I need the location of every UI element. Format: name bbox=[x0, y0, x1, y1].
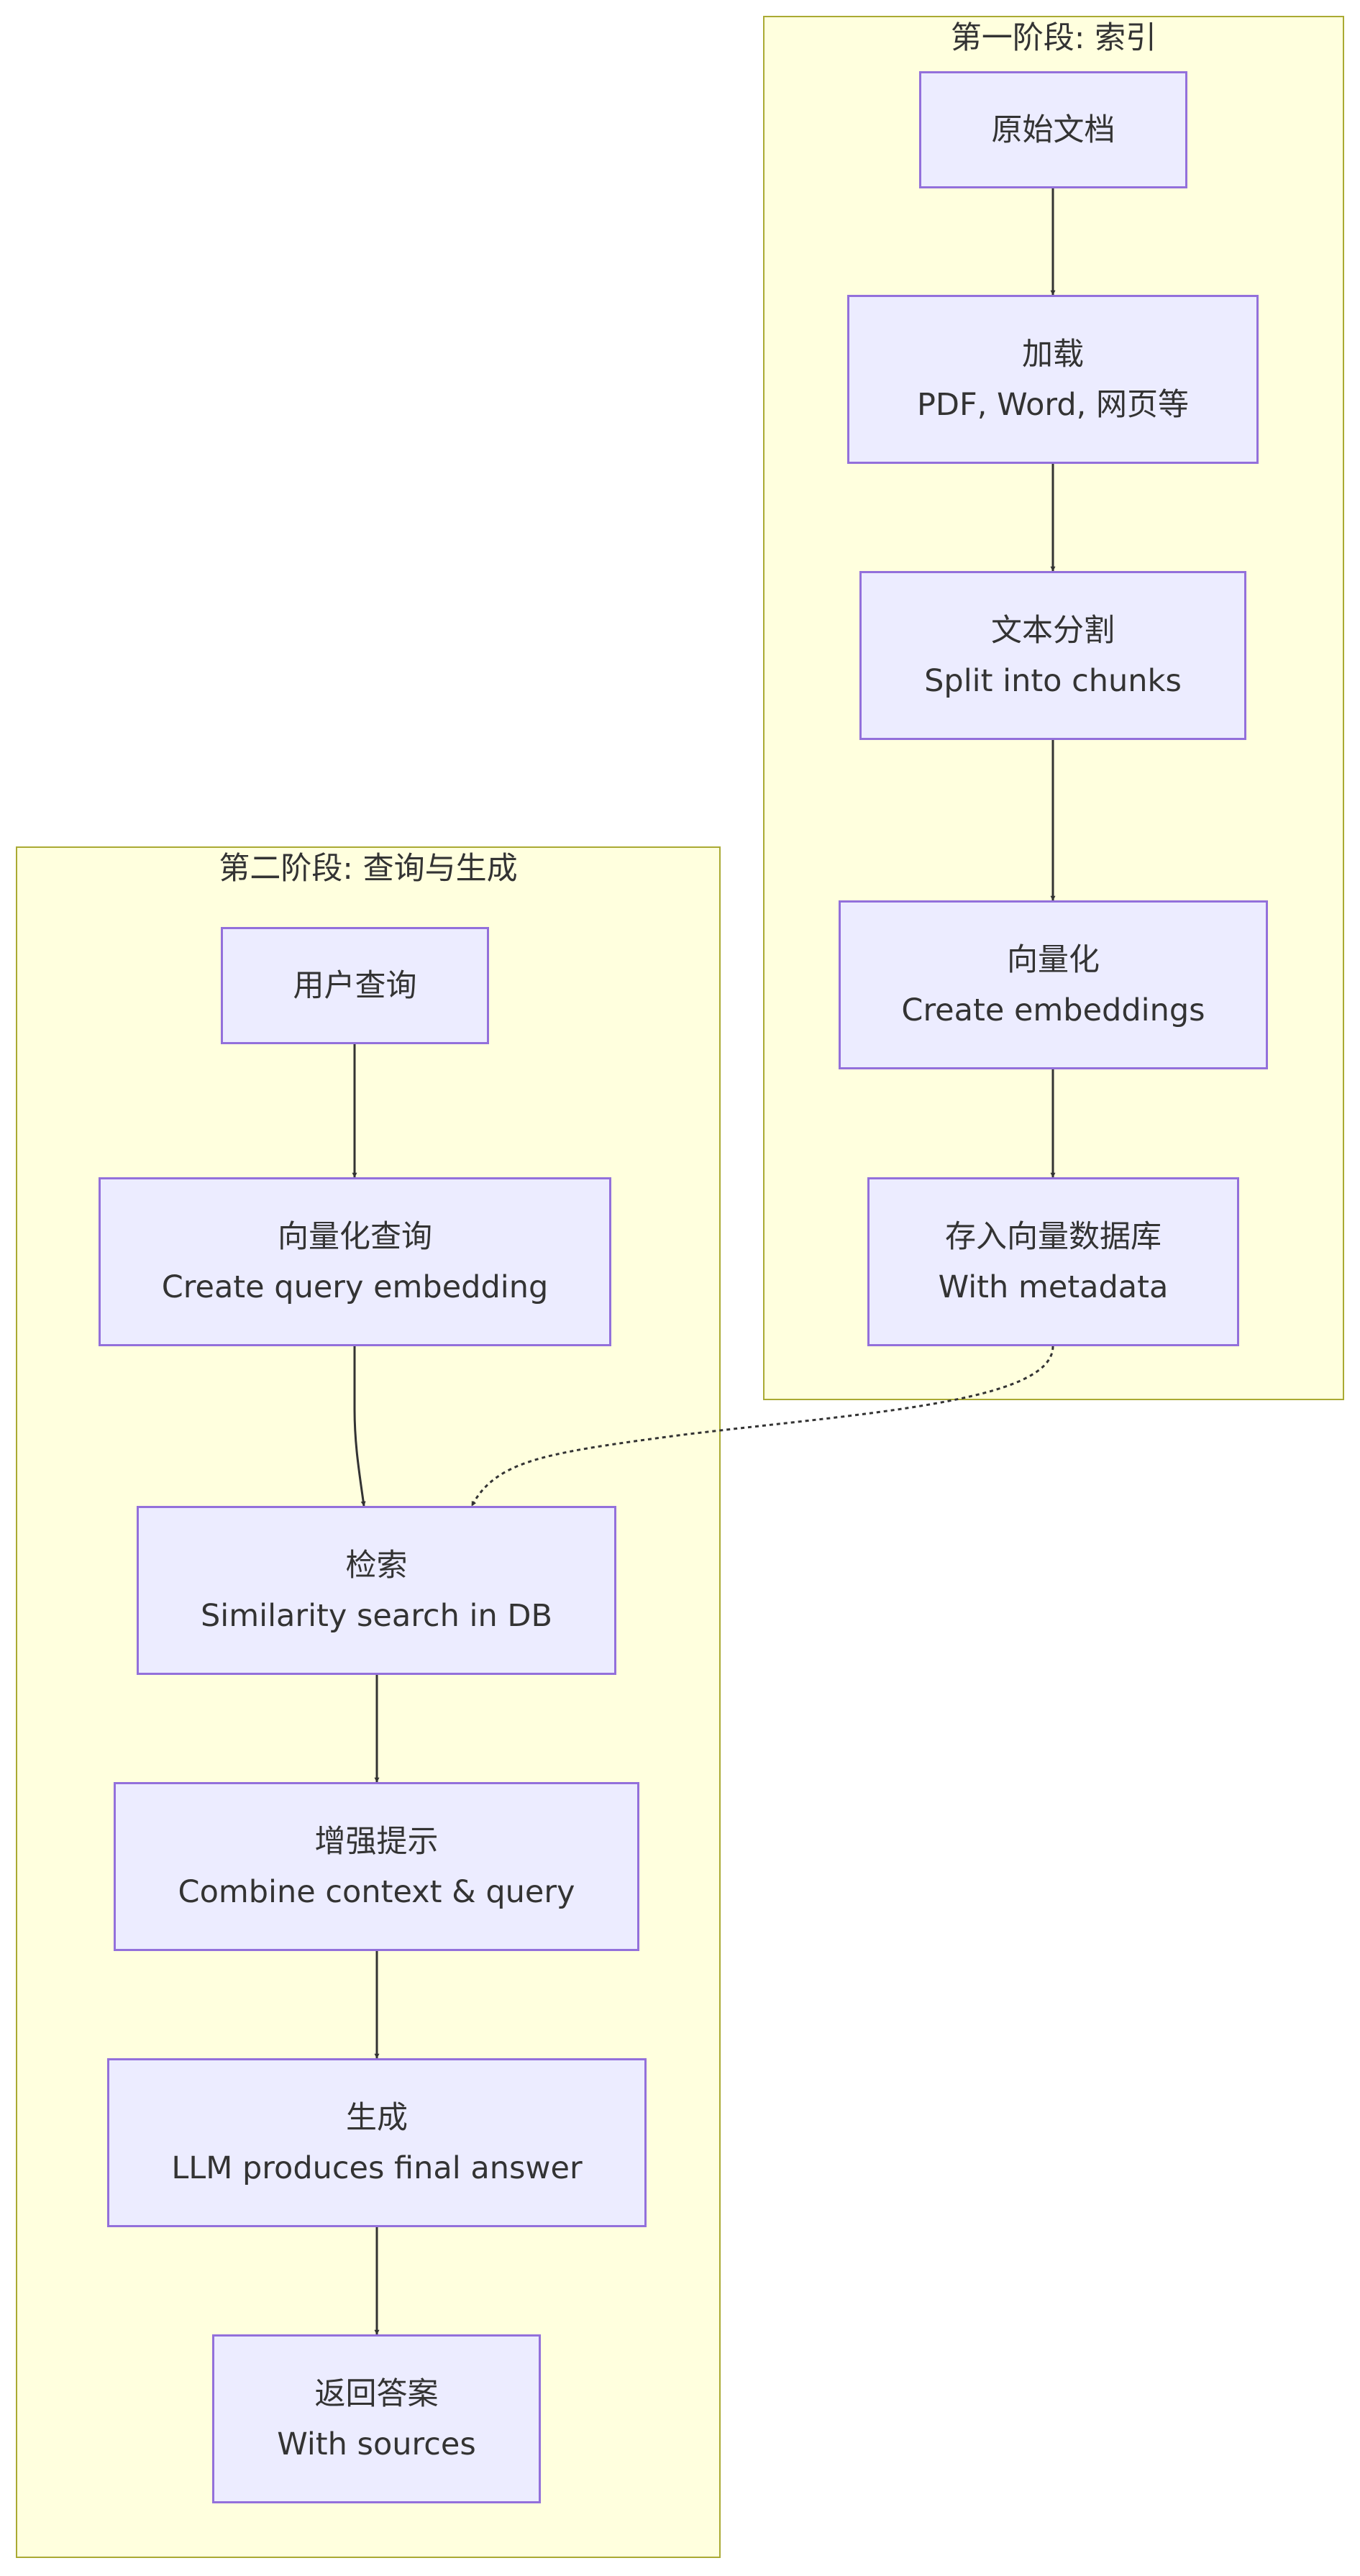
node-augment-prompt: 增强提示 Combine context & query bbox=[114, 1782, 639, 1951]
node-return-answer-title: 返回答案 bbox=[314, 2375, 439, 2412]
edge-embedquery-to-retrieve bbox=[353, 1346, 366, 1507]
node-retrieve: 检索 Similarity search in DB bbox=[137, 1506, 616, 1675]
node-generate-title: 生成 bbox=[346, 2099, 408, 2136]
node-text-split: 文本分割 Split into chunks bbox=[859, 571, 1246, 740]
node-augment-prompt-subtitle: Combine context & query bbox=[178, 1873, 575, 1910]
node-store-vector-db-title: 存入向量数据库 bbox=[945, 1218, 1162, 1255]
node-text-split-subtitle: Split into chunks bbox=[924, 662, 1182, 699]
node-embed-subtitle: Create embeddings bbox=[901, 992, 1205, 1028]
node-generate: 生成 LLM produces final answer bbox=[107, 2058, 647, 2227]
node-augment-prompt-title: 增强提示 bbox=[314, 1823, 439, 1860]
node-raw-documents-label: 原始文档 bbox=[991, 111, 1115, 148]
node-raw-documents: 原始文档 bbox=[919, 71, 1187, 188]
node-text-split-title: 文本分割 bbox=[991, 612, 1115, 649]
cluster-query-generation: 第二阶段: 查询与生成 bbox=[16, 846, 721, 2558]
node-embed: 向量化 Create embeddings bbox=[839, 900, 1268, 1069]
node-user-query-label: 用户查询 bbox=[293, 967, 417, 1004]
node-return-answer-subtitle: With sources bbox=[277, 2426, 476, 2462]
node-embed-query: 向量化查询 Create query embedding bbox=[99, 1177, 611, 1346]
node-load: 加载 PDF, Word, 网页等 bbox=[847, 295, 1259, 464]
node-retrieve-subtitle: Similarity search in DB bbox=[201, 1597, 552, 1634]
edge-store-to-retrieve bbox=[470, 1346, 1054, 1507]
node-embed-query-title: 向量化查询 bbox=[278, 1218, 432, 1255]
node-store-vector-db: 存入向量数据库 With metadata bbox=[867, 1177, 1239, 1346]
node-load-title: 加载 bbox=[1022, 336, 1084, 373]
node-load-subtitle: PDF, Word, 网页等 bbox=[917, 386, 1189, 423]
node-embed-title: 向量化 bbox=[1007, 941, 1100, 978]
node-retrieve-title: 检索 bbox=[345, 1547, 408, 1584]
node-return-answer: 返回答案 With sources bbox=[212, 2334, 541, 2503]
node-generate-subtitle: LLM produces final answer bbox=[171, 2150, 583, 2186]
node-user-query: 用户查询 bbox=[221, 927, 489, 1044]
node-store-vector-db-subtitle: With metadata bbox=[938, 1269, 1169, 1305]
node-embed-query-subtitle: Create query embedding bbox=[161, 1269, 549, 1305]
cluster-query-generation-title: 第二阶段: 查询与生成 bbox=[219, 851, 518, 887]
cluster-indexing-title: 第一阶段: 索引 bbox=[950, 20, 1157, 56]
